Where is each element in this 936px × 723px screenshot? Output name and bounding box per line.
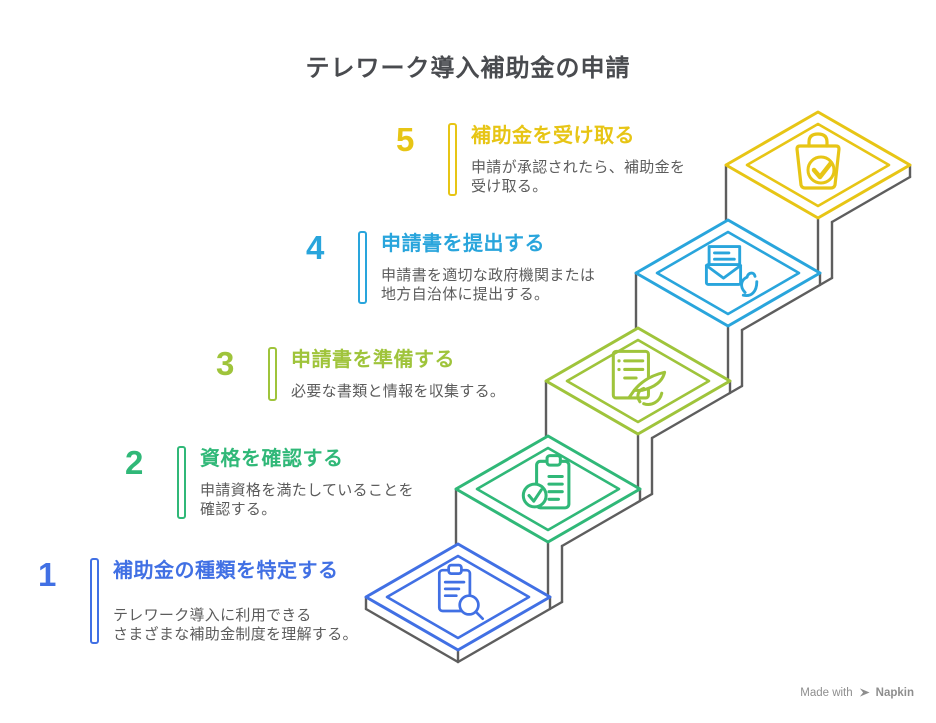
step-4-platform <box>634 218 822 328</box>
step-3-block <box>544 326 744 496</box>
staircase-structure <box>544 379 744 496</box>
step-2-description: 申請資格を満たしていることを 確認する。 <box>200 482 414 519</box>
bag-check-icon <box>795 132 841 190</box>
step-2-number: 2 <box>125 444 144 481</box>
step-3-title: 申請書を準備する <box>291 349 455 371</box>
staircase-structure <box>724 163 912 280</box>
step-2: 2 資格を確認する 申請資格を満たしていることを 確認する。 <box>125 444 414 520</box>
step-2-title: 資格を確認する <box>200 448 344 470</box>
step-5-description: 申請が承認されたら、補助金を 受け取る。 <box>471 159 686 196</box>
document-pen-icon <box>611 349 667 406</box>
step-5-number: 5 <box>396 121 415 158</box>
step-4-block <box>634 218 834 388</box>
step-2-platform <box>454 434 642 544</box>
step-5-block <box>724 110 912 280</box>
credit-text: Made with <box>800 686 853 699</box>
step-2-block <box>454 434 654 604</box>
step-3-number: 3 <box>216 345 235 382</box>
step-1-title: 補助金の種類を特定する <box>113 560 339 582</box>
step-1-block <box>364 542 564 664</box>
step-1-number: 1 <box>38 556 57 593</box>
credit-brand: Napkin <box>875 686 914 699</box>
step-4-number: 4 <box>306 229 325 266</box>
step-5: 5 補助金を受け取る 申請が承認されたら、補助金を 受け取る。 <box>396 121 686 197</box>
step-1-description: テレワーク導入に利用できる さまざまな補助金制度を理解する。 <box>113 607 358 644</box>
step-4-description: 申請書を適切な政府機関または 地方自治体に提出する。 <box>381 267 596 304</box>
step-4-accent-bar <box>358 231 367 305</box>
page-title: テレワーク導入補助金の申請 <box>305 55 631 82</box>
step-5-platform <box>724 110 912 220</box>
clipboard-search-icon <box>437 563 485 621</box>
step-3-description: 必要な書類と情報を収集する。 <box>291 383 506 400</box>
staircase-structure <box>454 487 654 604</box>
napkin-logo-icon <box>859 688 870 697</box>
credit: Made with Napkin <box>800 686 914 699</box>
step-3-platform <box>544 326 732 436</box>
staircase-structure <box>364 595 564 664</box>
step-1-accent-bar <box>90 558 99 645</box>
step-2-accent-bar <box>177 446 186 520</box>
step-1-platform <box>364 542 552 652</box>
step-5-accent-bar <box>448 123 457 197</box>
step-4: 4 申請書を提出する 申請書を適切な政府機関または 地方自治体に提出する。 <box>306 229 596 305</box>
step-4-title: 申請書を提出する <box>381 233 545 255</box>
step-3: 3 申請書を準備する 必要な書類と情報を収集する。 <box>216 345 506 402</box>
staircase-structure <box>634 271 834 388</box>
step-1: 1 補助金の種類を特定する テレワーク導入に利用できる さまざまな補助金制度を理… <box>38 556 358 645</box>
clipboard-check-icon <box>521 454 571 510</box>
step-3-accent-bar <box>268 347 277 402</box>
envelope-hand-icon <box>704 245 759 297</box>
step-5-title: 補助金を受け取る <box>471 125 635 147</box>
